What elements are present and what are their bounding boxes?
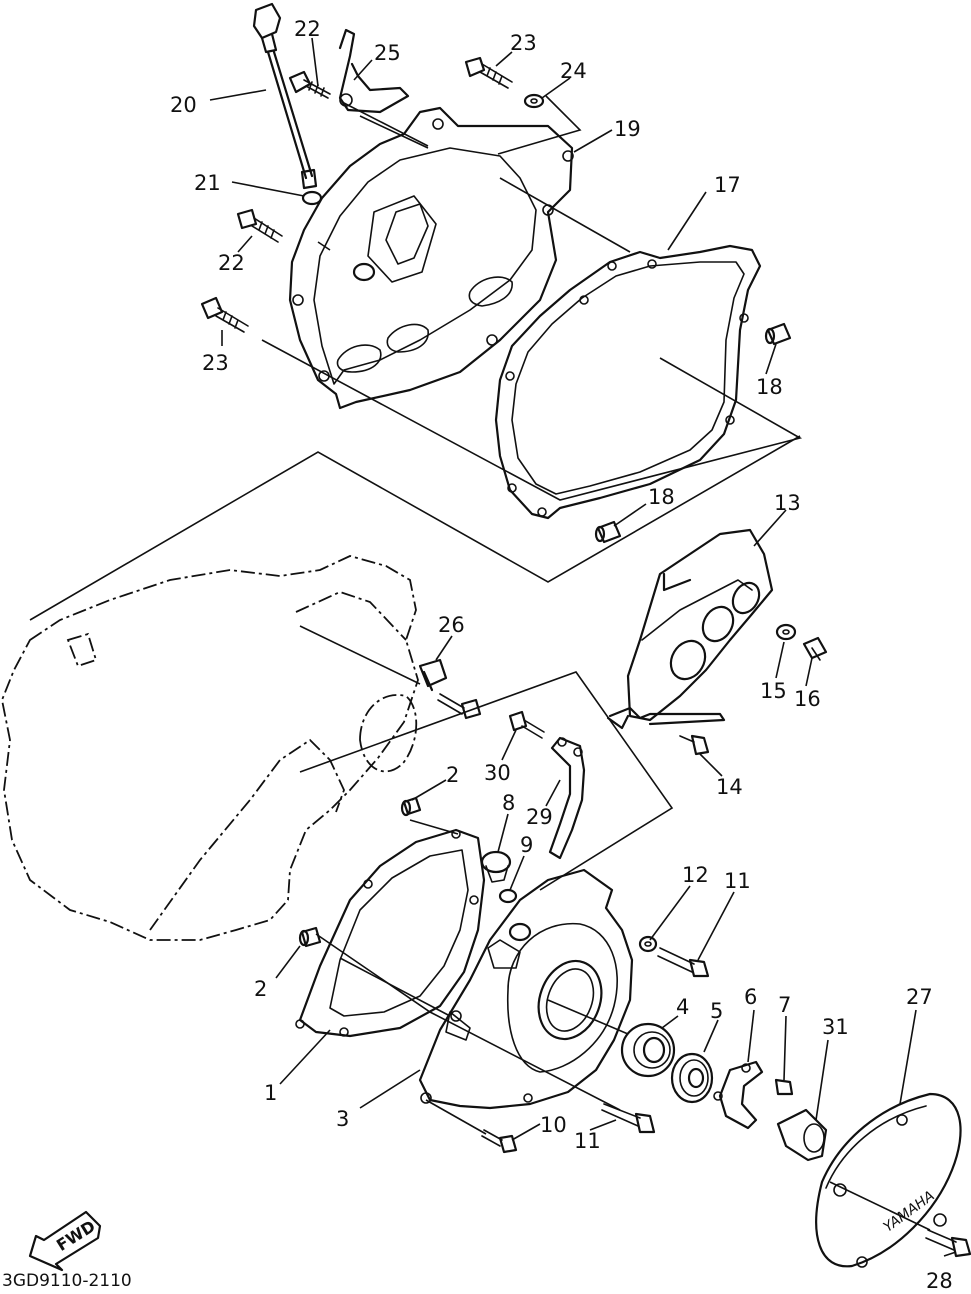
bolt-part-10[interactable] bbox=[481, 1129, 518, 1154]
washer-part-24[interactable] bbox=[523, 93, 545, 109]
callout-23-lower: 23 bbox=[202, 351, 229, 375]
callout-18-upper: 18 bbox=[756, 375, 783, 399]
plug-part-31[interactable] bbox=[776, 1108, 828, 1162]
damper-part-26[interactable] bbox=[418, 658, 448, 692]
screw-part-7[interactable] bbox=[774, 1078, 794, 1096]
lower-cover-group bbox=[295, 796, 971, 1268]
callout-10: 10 bbox=[540, 1113, 567, 1137]
dowel-part-18-upper[interactable] bbox=[764, 322, 792, 346]
dowel-part-2-upper[interactable] bbox=[400, 796, 422, 817]
callout-18-lower: 18 bbox=[648, 485, 675, 509]
callout-4: 4 bbox=[676, 995, 689, 1019]
callout-31: 31 bbox=[822, 1015, 849, 1039]
callout-13: 13 bbox=[774, 491, 801, 515]
dowel-part-2-lower[interactable] bbox=[298, 926, 322, 948]
callout-6: 6 bbox=[744, 985, 757, 1009]
callout-20: 20 bbox=[170, 93, 197, 117]
bolt-part-22-upper[interactable] bbox=[288, 70, 331, 99]
callout-27: 27 bbox=[906, 985, 933, 1009]
washer-part-12[interactable] bbox=[638, 935, 658, 953]
callout-11-upper: 11 bbox=[724, 869, 751, 893]
callout-14: 14 bbox=[716, 775, 743, 799]
washer-part-15[interactable] bbox=[775, 623, 797, 641]
callout-21: 21 bbox=[194, 171, 221, 195]
crankcase-reference-line bbox=[29, 435, 801, 621]
oil-seal-part-5[interactable] bbox=[670, 1052, 714, 1104]
callout-17: 17 bbox=[714, 173, 741, 197]
callout-25: 25 bbox=[374, 41, 401, 65]
leader-lines bbox=[209, 37, 957, 1257]
callout-23-upper: 23 bbox=[510, 31, 537, 55]
gasket-part-17[interactable] bbox=[494, 244, 762, 520]
callout-19: 19 bbox=[614, 117, 641, 141]
bearing-part-4[interactable] bbox=[620, 1022, 676, 1078]
bolt-part-22-lower[interactable] bbox=[236, 208, 283, 243]
callout-3: 3 bbox=[336, 1107, 349, 1131]
plate-part-29[interactable] bbox=[548, 736, 586, 860]
bolt-part-11-upper[interactable] bbox=[657, 947, 710, 978]
callout-8: 8 bbox=[502, 791, 515, 815]
dowel-part-18-lower[interactable] bbox=[594, 520, 622, 544]
callout-2-upper: 2 bbox=[446, 763, 459, 787]
callout-9: 9 bbox=[520, 833, 533, 857]
callout-22-lower: 22 bbox=[218, 251, 245, 275]
callout-12: 12 bbox=[682, 863, 709, 887]
bolt-part-23-lower[interactable] bbox=[200, 296, 249, 333]
callout-29: 29 bbox=[526, 805, 553, 829]
callout-28: 28 bbox=[926, 1269, 953, 1293]
callout-30: 30 bbox=[484, 761, 511, 785]
bolt-part-28[interactable] bbox=[925, 1229, 971, 1258]
gasket-part-1[interactable] bbox=[295, 828, 486, 1038]
damper-reference-line bbox=[299, 625, 421, 685]
crankcase-cover-part-19[interactable] bbox=[288, 106, 574, 410]
diagram-code: 3GD9110-2110 bbox=[2, 1271, 132, 1291]
plug-part-8[interactable] bbox=[480, 850, 512, 883]
callout-24: 24 bbox=[560, 59, 587, 83]
callout-26: 26 bbox=[438, 613, 465, 637]
crankcase-reference-outline bbox=[1, 555, 419, 941]
bolt-part-26-fastener[interactable] bbox=[437, 693, 482, 720]
callout-15: 15 bbox=[760, 679, 787, 703]
middle-parts-group bbox=[299, 528, 828, 891]
callout-16: 16 bbox=[794, 687, 821, 711]
upper-crankcase-cover-group bbox=[200, 2, 803, 544]
callout-7: 7 bbox=[778, 993, 791, 1017]
middle-reference-line bbox=[299, 671, 674, 891]
callout-22-upper: 22 bbox=[294, 17, 321, 41]
bolt-part-30[interactable] bbox=[508, 710, 545, 739]
outer-cover-part-27[interactable] bbox=[815, 1092, 962, 1268]
callout-1: 1 bbox=[264, 1081, 277, 1105]
cover-brand-text: YAMAHA bbox=[881, 1188, 938, 1236]
bracket-part-25[interactable] bbox=[338, 28, 410, 114]
forward-direction-arrow: FWD bbox=[28, 1210, 102, 1272]
o-ring-part-9[interactable] bbox=[498, 888, 518, 904]
callout-2-lower: 2 bbox=[254, 977, 267, 1001]
fwd-label: FWD bbox=[53, 1217, 99, 1255]
callout-labels: 20 22 25 23 24 19 21 17 22 23 18 18 13 2… bbox=[170, 17, 953, 1293]
dipstick-part-20[interactable] bbox=[252, 2, 318, 190]
bolt-part-16[interactable] bbox=[802, 636, 828, 661]
bolt-part-14[interactable] bbox=[679, 734, 710, 756]
bolt-part-23-upper[interactable] bbox=[464, 56, 513, 89]
callout-5: 5 bbox=[710, 999, 723, 1023]
bolt-part-11-lower[interactable] bbox=[601, 1103, 656, 1134]
o-ring-part-21[interactable] bbox=[301, 190, 323, 206]
callout-11-lower: 11 bbox=[574, 1129, 601, 1153]
plate-part-6[interactable] bbox=[713, 1060, 764, 1130]
sprocket-cover-part-13[interactable] bbox=[606, 528, 774, 730]
